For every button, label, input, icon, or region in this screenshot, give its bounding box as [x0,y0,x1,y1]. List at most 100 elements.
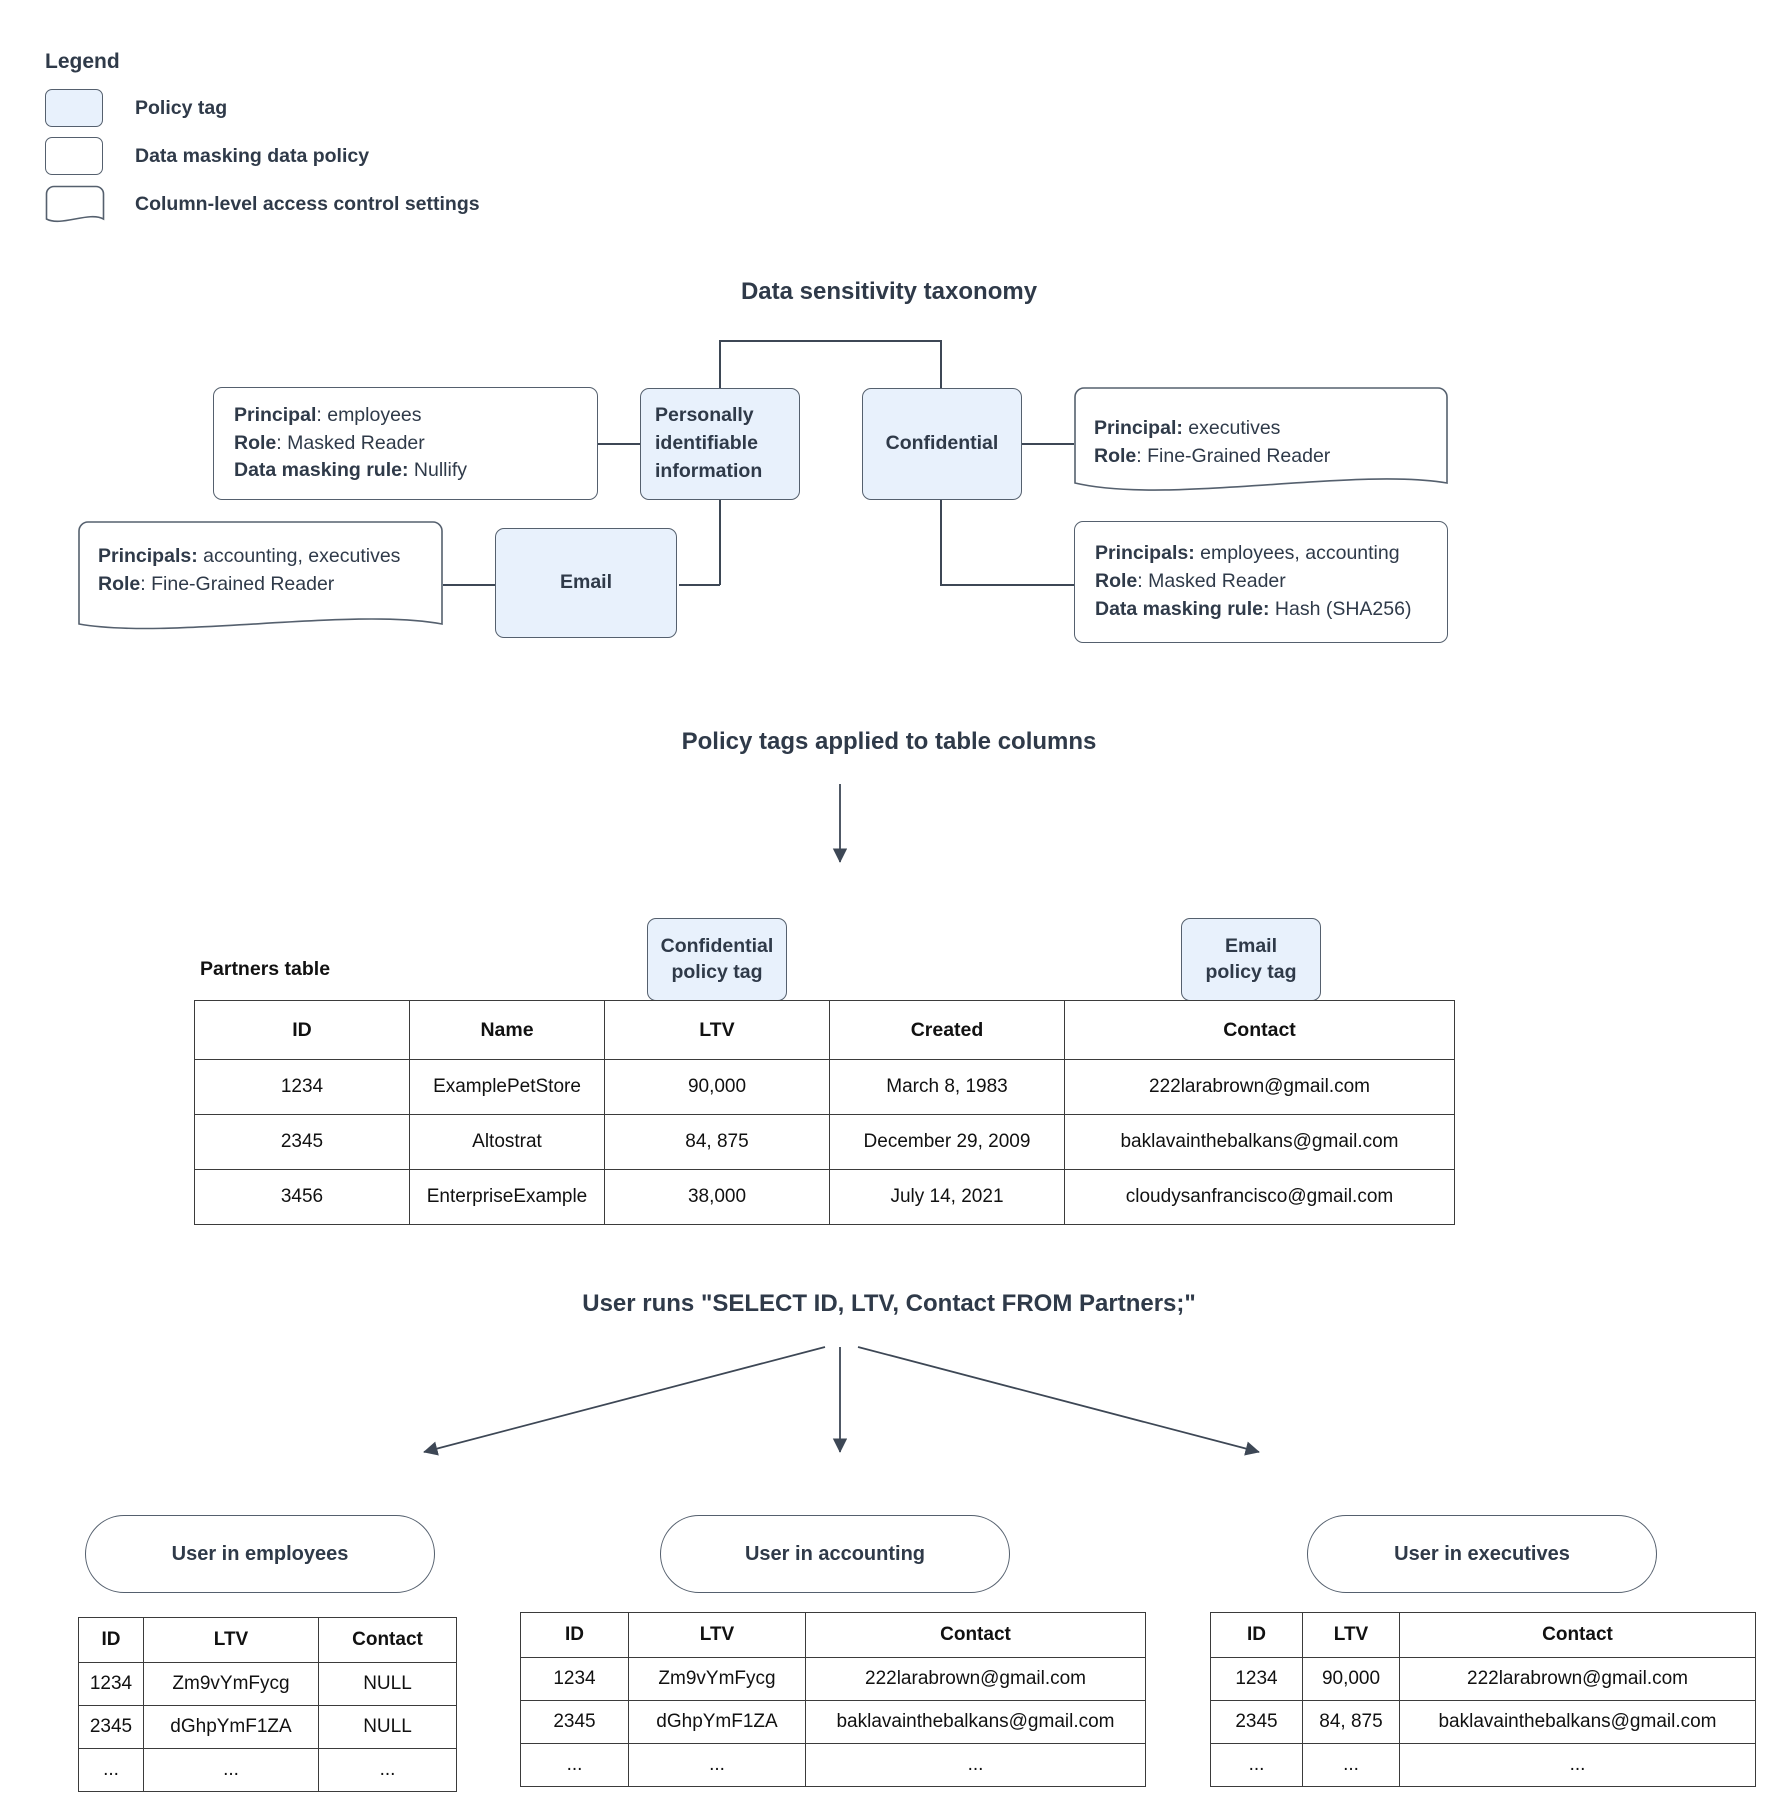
cell-id: 1234 [78,1662,144,1706]
cell-created: March 8, 1983 [829,1059,1065,1115]
result-table-accounting: ID LTV Contact 1234 Zm9vYmFycg 222larabr… [520,1612,1146,1787]
table-row: 1234 ExamplePetStore 90,000 March 8, 198… [194,1059,1455,1115]
column-policy-tag-line1: Confidential [660,935,774,958]
cell-contact: NULL [318,1662,457,1706]
column-header-created: Created [829,1000,1065,1060]
policy-tag-email-label: Email [559,571,613,594]
column-header-contact: Contact [318,1617,457,1663]
cell-contact: 222larabrown@gmail.com [1399,1657,1756,1701]
taxonomy-section-title: Data sensitivity taxonomy [740,278,1038,305]
column-policy-tag-email[interactable]: Email policy tag [1181,918,1321,1001]
cell-id: 2345 [78,1705,144,1749]
policy-line-role: Role: Fine-Grained Reader [1094,444,1331,467]
data-masking-policy-confidential[interactable]: Principals: employees, accounting Role: … [1074,521,1448,643]
cell-contact: 222larabrown@gmail.com [1064,1059,1455,1115]
column-policy-tag-line1: Email [1224,935,1278,958]
table-row: 1234 90,000 222larabrown@gmail.com [1210,1657,1756,1701]
policy-line-principal: Principal: executives [1094,417,1281,439]
column-header-ltv: LTV [143,1617,319,1663]
cell-contact: ... [1399,1743,1756,1787]
cell-contact: baklavainthebalkans@gmail.com [1399,1700,1756,1744]
policy-line-rule: Data masking rule: Nullify [234,459,467,482]
cell-contact: cloudysanfrancisco@gmail.com [1064,1169,1455,1225]
policy-line-principals: Principals: employees, accounting [1095,542,1400,565]
table-header-row: ID Name LTV Created Contact [194,1000,1455,1060]
cell-contact: NULL [318,1705,457,1749]
actor-label: User in accounting [744,1542,926,1565]
cell-contact: ... [318,1748,457,1792]
result-table-employees: ID LTV Contact 1234 Zm9vYmFycg NULL 2345… [78,1617,457,1792]
table-row: 2345 84, 875 baklavainthebalkans@gmail.c… [1210,1700,1756,1744]
column-header-id: ID [78,1617,144,1663]
partners-table-caption: Partners table [200,958,331,980]
connector-confidential-mask-h [940,584,1074,586]
table-row: ... ... ... [1210,1743,1756,1787]
cell-ltv: dGhpYmF1ZA [143,1705,319,1749]
cell-ltv: Zm9vYmFycg [628,1657,806,1701]
applied-section-title: Policy tags applied to table columns [681,728,1097,755]
table-row: ... ... ... [78,1748,457,1792]
cell-ltv: 38,000 [604,1169,830,1225]
connector-bracket-top [719,340,941,342]
actor-user-in-employees[interactable]: User in employees [85,1515,435,1593]
connector-confidential-top [940,340,942,388]
table-header-row: ID LTV Contact [78,1617,457,1663]
column-access-settings-confidential[interactable]: Principal: executives Role: Fine-Grained… [1074,387,1448,504]
table-row: 1234 Zm9vYmFycg NULL [78,1662,457,1706]
connector-pii-masking [596,443,640,445]
policy-line-rule: Data masking rule: Hash (SHA256) [1095,597,1412,620]
actor-user-in-executives[interactable]: User in executives [1307,1515,1657,1593]
table-header-row: ID LTV Contact [520,1612,1146,1658]
legend-item-label: Data masking data policy [135,144,370,167]
cell-contact: 222larabrown@gmail.com [805,1657,1146,1701]
cell-ltv: ... [628,1743,806,1787]
cell-ltv: 90,000 [1302,1657,1400,1701]
cell-id: 1234 [520,1657,629,1701]
cell-id: 1234 [1210,1657,1303,1701]
column-access-settings-email[interactable]: Principals: accounting, executives Role:… [78,521,443,643]
column-header-ltv: LTV [604,1000,830,1060]
connector-confidential-mask-v [940,500,942,585]
cell-ltv: 90,000 [604,1059,830,1115]
table-row: 1234 Zm9vYmFycg 222larabrown@gmail.com [520,1657,1146,1701]
column-policy-tag-confidential[interactable]: Confidential policy tag [647,918,787,1001]
actor-user-in-accounting[interactable]: User in accounting [660,1515,1010,1593]
connector-confidential-access [1022,443,1074,445]
cell-ltv: ... [1302,1743,1400,1787]
partners-table: ID Name LTV Created Contact 1234 Example… [194,1000,1455,1225]
column-header-contact: Contact [1399,1612,1756,1658]
policy-tag-confidential-label: Confidential [885,432,999,455]
policy-line-role: Role: Masked Reader [234,431,425,454]
column-header-contact: Contact [1064,1000,1455,1060]
cell-name: EnterpriseExample [409,1169,605,1225]
legend-item-policy-tag: Policy tag [45,84,480,132]
data-masking-swatch [45,137,103,175]
cell-name: Altostrat [409,1114,605,1170]
column-header-ltv: LTV [1302,1612,1400,1658]
cell-contact: baklavainthebalkans@gmail.com [805,1700,1146,1744]
legend-item-label: Policy tag [135,96,228,119]
connector-pii-email-v [719,500,721,585]
cell-ltv: dGhpYmF1ZA [628,1700,806,1744]
cell-created: July 14, 2021 [829,1169,1065,1225]
legend: Legend Policy tag Data masking data poli… [45,50,480,228]
cell-contact: ... [805,1743,1146,1787]
cell-contact: baklavainthebalkans@gmail.com [1064,1114,1455,1170]
policy-tag-email[interactable]: Email [495,528,677,638]
policy-line-role: Role: Masked Reader [1095,570,1286,593]
policy-tag-pii[interactable]: Personally identifiable information [640,388,800,500]
data-masking-policy-pii[interactable]: Principal: employees Role: Masked Reader… [213,387,598,500]
column-header-ltv: LTV [628,1612,806,1658]
legend-item-data-masking: Data masking data policy [45,132,480,180]
cell-id: ... [1210,1743,1303,1787]
connector-email-access [443,584,495,586]
policy-tag-confidential[interactable]: Confidential [862,388,1022,500]
column-header-contact: Contact [805,1612,1146,1658]
policy-line-role: Role: Fine-Grained Reader [98,572,335,595]
table-row: 2345 Altostrat 84, 875 December 29, 2009… [194,1114,1455,1170]
query-section-title: User runs "SELECT ID, LTV, Contact FROM … [582,1290,1196,1317]
legend-item-column-access: Column-level access control settings [45,180,480,228]
column-header-name: Name [409,1000,605,1060]
cell-id: 1234 [194,1059,410,1115]
